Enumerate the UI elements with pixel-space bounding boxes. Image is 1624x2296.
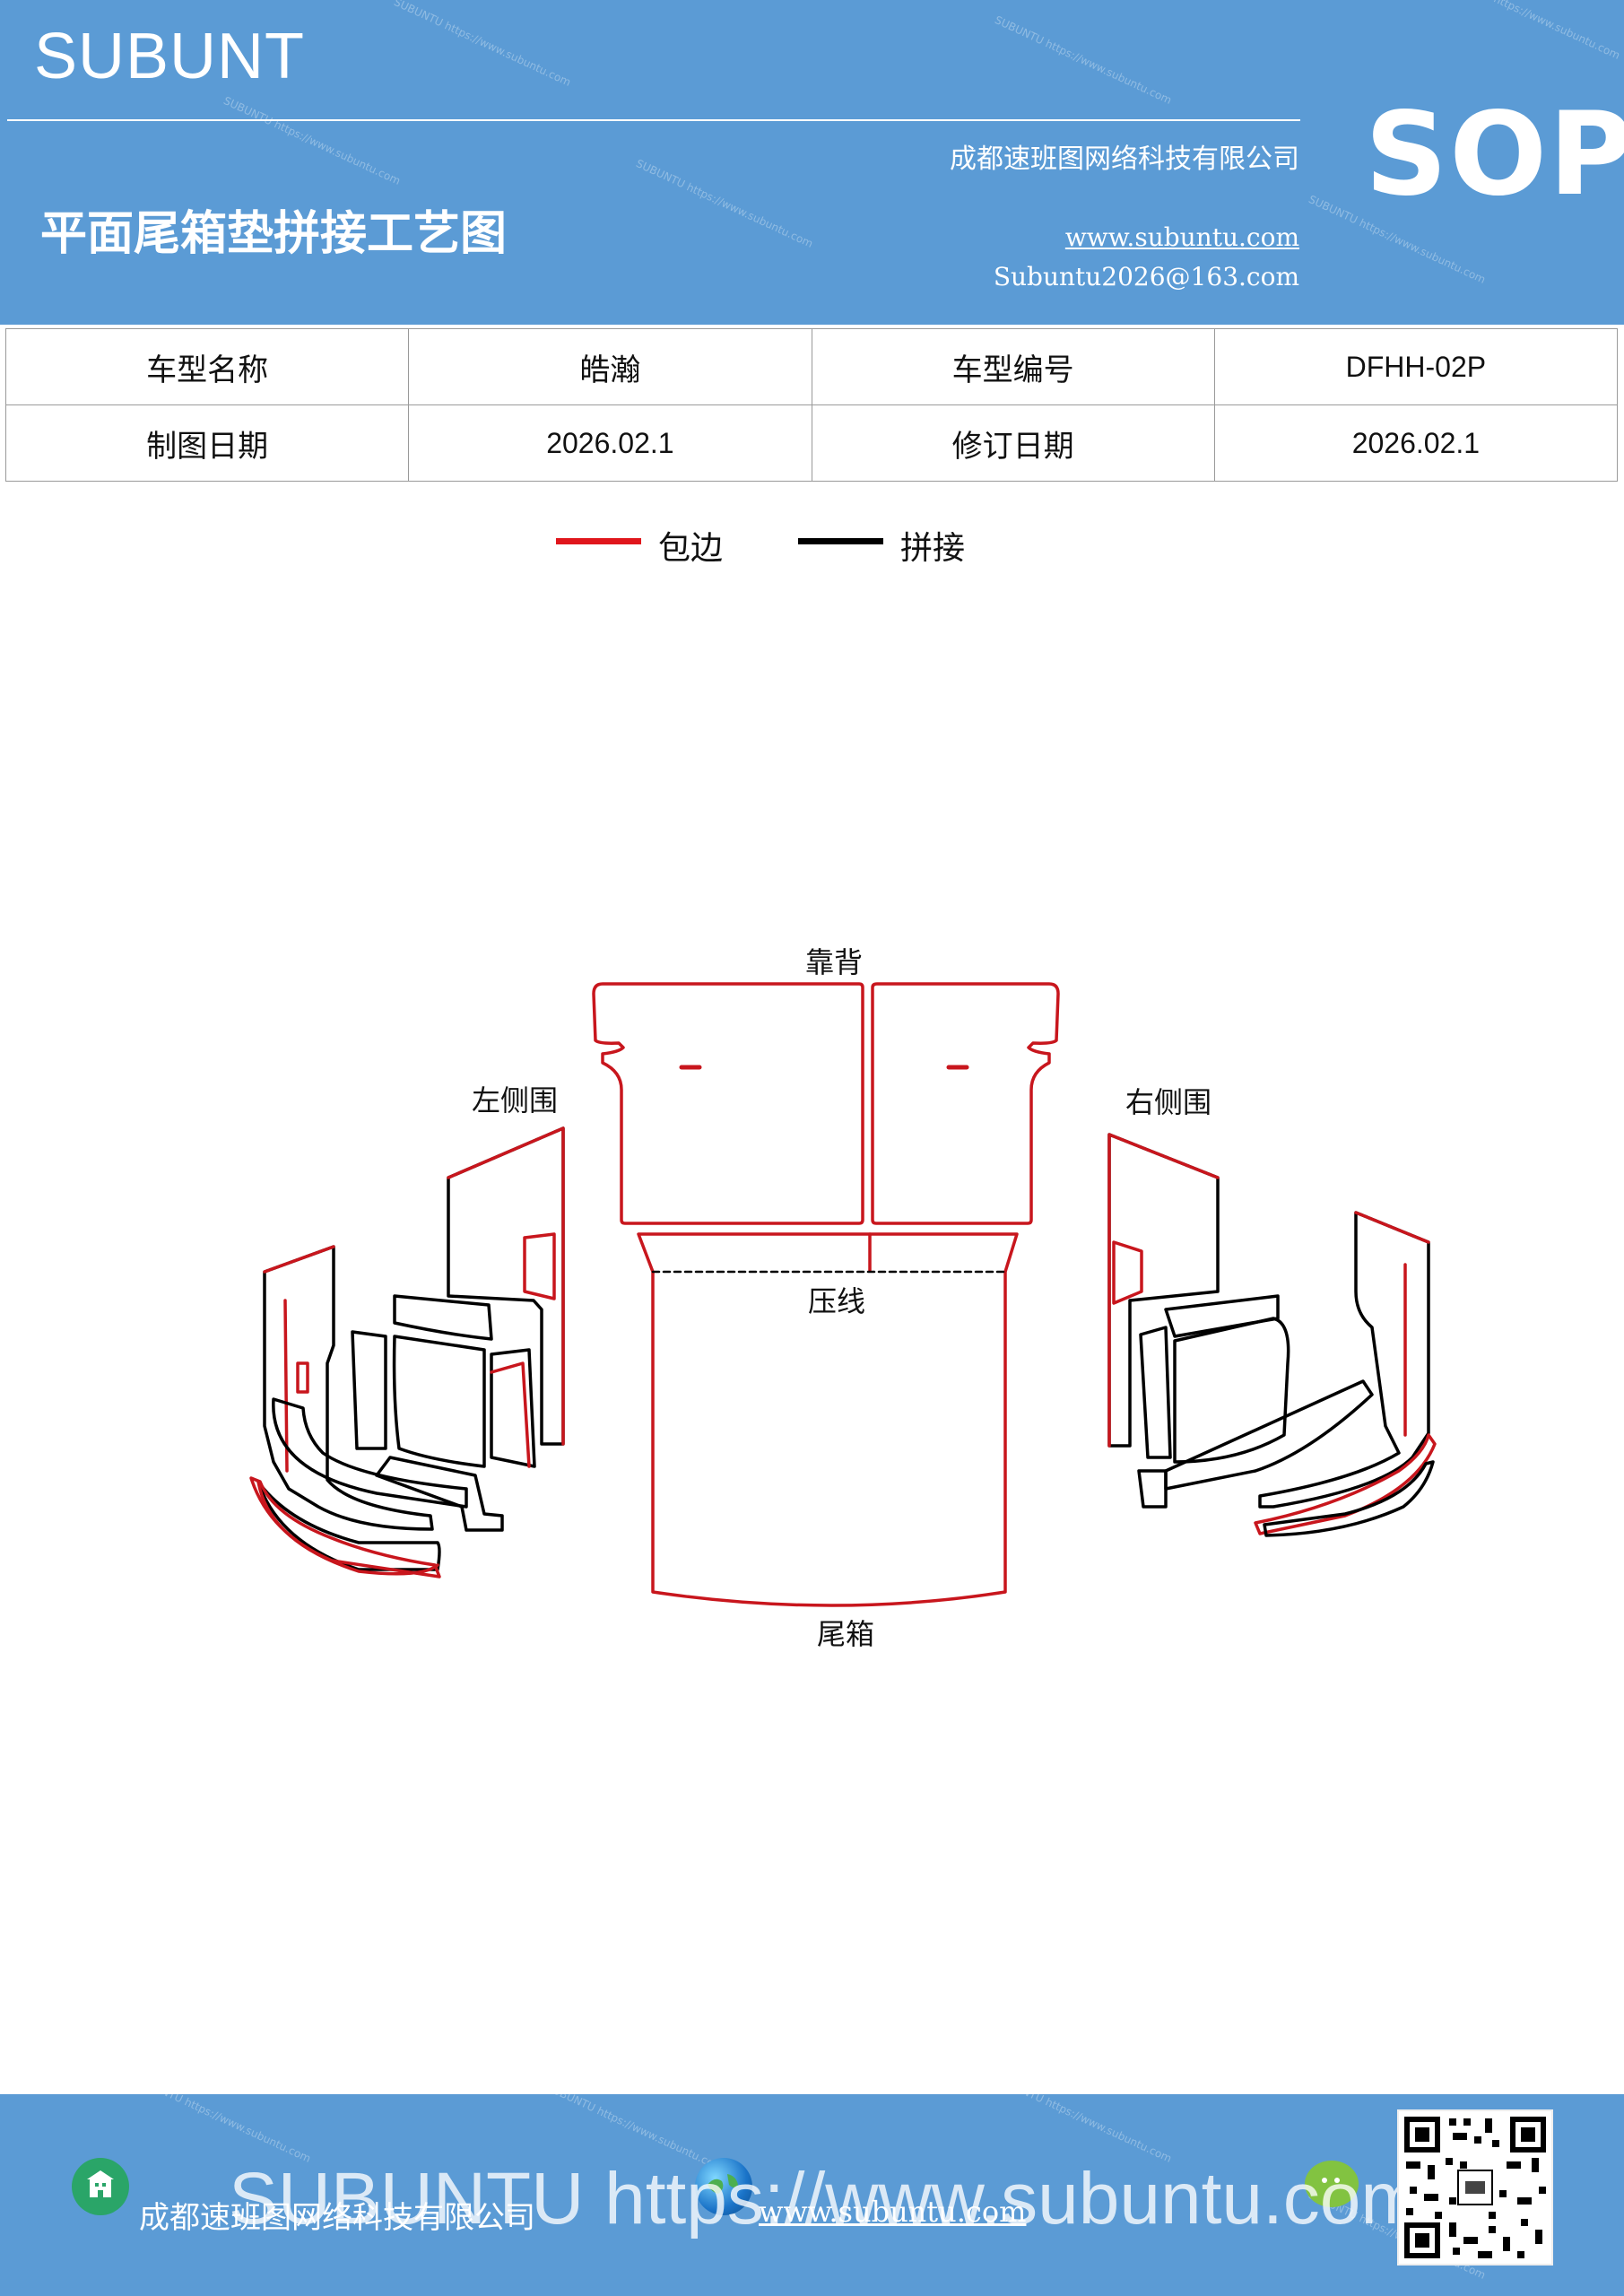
globe-icon	[695, 2158, 752, 2215]
left-lower-rim	[256, 1480, 441, 1571]
right-lower-rim	[1263, 1460, 1435, 1537]
company-name: 成都速班图网络科技有限公司	[950, 144, 1299, 175]
document-title: 平面尾箱垫拼接工艺图	[40, 206, 508, 261]
table-cell: 车型名称	[4, 328, 410, 405]
right-lower-block	[1137, 1469, 1168, 1509]
right-arch-band	[1164, 1379, 1374, 1491]
brand-text: SUBUNT	[34, 21, 306, 92]
legend-swatch-black	[798, 538, 883, 544]
qr-code	[1397, 2109, 1553, 2266]
building-icon	[72, 2158, 129, 2215]
table-cell: 2026.02.1	[408, 404, 812, 482]
watermark: SUBUNTU https://www.subuntu.com	[132, 2094, 313, 2165]
table-row: 车型名称 皓瀚 车型编号 DFHH-02P	[4, 328, 1619, 405]
left-sill-strip	[249, 1476, 441, 1578]
label-left-side: 左侧围	[472, 1083, 558, 1118]
left-arch-strip	[283, 1299, 289, 1473]
label-trunk: 尾箱	[817, 1617, 874, 1651]
label-backrest: 靠背	[805, 945, 863, 979]
legend-label: 拼接	[900, 530, 966, 567]
right-side-edge	[1107, 1133, 1220, 1448]
left-inner-arch	[272, 1397, 468, 1509]
table-cell: 2026.02.1	[1213, 404, 1619, 482]
right-bracket	[1164, 1294, 1280, 1338]
right-strip-1	[1139, 1326, 1172, 1459]
label-crease: 压线	[808, 1284, 865, 1318]
label-right-side: 右侧围	[1125, 1085, 1211, 1119]
left-lower-block	[375, 1456, 504, 1532]
footer-overlay-text: SUBUNTU https://www.subuntu.com	[229, 2158, 1422, 2239]
table-cell: 修订日期	[811, 404, 1215, 482]
right-sill-strip	[1254, 1433, 1437, 1535]
backrest-left-panel	[592, 982, 864, 1225]
right-side-upper-panel	[1107, 1133, 1220, 1448]
left-box-right	[490, 1348, 536, 1468]
backrest-right-panel	[871, 982, 1060, 1225]
table-cell: 车型编号	[811, 328, 1215, 405]
left-bracket	[393, 1294, 493, 1341]
left-side-upper-panel	[447, 1126, 565, 1446]
right-box-panel	[1173, 1317, 1290, 1464]
table-cell: 制图日期	[4, 404, 410, 482]
footer-website-link[interactable]: www.subuntu.com	[759, 2195, 1027, 2229]
email-address: Subuntu2026@163.com	[993, 262, 1299, 291]
left-wheel-arch-edge	[263, 1245, 335, 1274]
footer-company-name: 成都速班图网络科技有限公司	[139, 2200, 535, 2236]
left-box-right-edge	[490, 1361, 531, 1468]
trunk-floor-panel	[637, 1232, 1019, 1607]
vehicle-info-table: 车型名称 皓瀚 车型编号 DFHH-02P 制图日期 2026.02.1 修订日…	[4, 328, 1619, 482]
table-cell: 皓瀚	[408, 328, 812, 405]
right-side-window	[1112, 1240, 1143, 1305]
legend-label: 包边	[658, 530, 724, 567]
right-wheel-arch-panel	[1258, 1211, 1430, 1509]
left-arch-notch	[296, 1361, 309, 1394]
sop-badge: SOP	[1365, 88, 1624, 222]
left-strip-1	[351, 1330, 387, 1450]
wechat-icon	[1305, 2161, 1359, 2207]
table-row: 制图日期 2026.02.1 修订日期 2026.02.1	[4, 404, 1619, 482]
left-box-panel	[392, 1335, 486, 1468]
header-divider	[7, 119, 1300, 121]
left-side-edge	[447, 1126, 565, 1446]
legend-swatch-red	[556, 538, 641, 544]
left-side-window	[523, 1232, 556, 1300]
website-link[interactable]: www.subuntu.com	[1064, 222, 1299, 252]
right-wheel-arch-edge	[1354, 1211, 1430, 1244]
table-cell: DFHH-02P	[1213, 328, 1619, 405]
header-banner: SUBUNTU https://www.subuntu.com SUBUNTU …	[0, 0, 1624, 325]
watermark: SUBUNTU https://www.subuntu.com	[993, 2094, 1174, 2165]
left-wheel-arch-panel	[263, 1245, 434, 1531]
footer-banner: SUBUNTU https://www.subuntu.com SUBUNTU …	[0, 2094, 1624, 2296]
